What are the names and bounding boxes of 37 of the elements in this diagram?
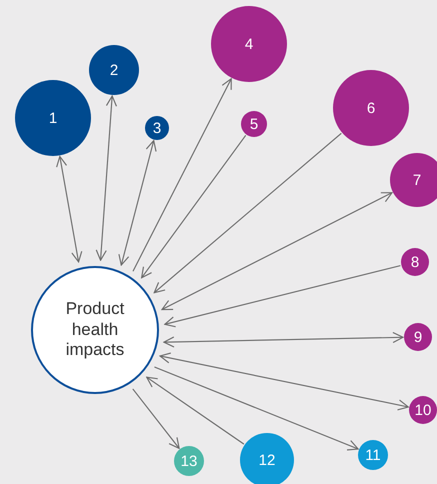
numbered-circle — [404, 323, 432, 351]
numbered-circle — [358, 440, 388, 470]
numbered-circle — [409, 396, 437, 424]
numbered-circle — [145, 116, 169, 140]
numbered-circle — [401, 248, 429, 276]
circle-number: 8 — [410, 254, 420, 270]
arrow — [161, 192, 393, 310]
circle-number: 10 — [414, 402, 432, 418]
arrow — [118, 140, 157, 266]
numbered-circle — [89, 45, 139, 95]
circle-number: 7 — [412, 172, 422, 188]
arrow — [154, 366, 359, 450]
circle-number: 6 — [366, 100, 376, 116]
numbered-circle — [240, 433, 294, 484]
circle-number: 1 — [48, 110, 58, 126]
circle-number: 5 — [250, 116, 258, 132]
circle-number: 2 — [110, 62, 118, 78]
arrow — [132, 78, 232, 272]
arrow — [146, 376, 244, 445]
arrow — [56, 156, 82, 262]
arrow — [96, 95, 117, 261]
numbered-circle — [241, 111, 267, 137]
numbered-circle — [174, 446, 204, 476]
arrow — [159, 352, 409, 410]
circle-number: 12 — [258, 452, 276, 468]
circle-number: 3 — [152, 120, 162, 136]
arrow — [163, 332, 404, 348]
circle-number: 4 — [244, 36, 254, 52]
circle-number: 13 — [180, 452, 198, 470]
arrow — [132, 388, 180, 449]
topic-label: Product health impacts — [64, 299, 126, 361]
circle-number: 9 — [414, 328, 422, 346]
arrow — [154, 132, 342, 294]
numbered-circle — [390, 153, 437, 207]
arrow — [164, 265, 401, 328]
arrow — [141, 134, 246, 278]
circle-number: 11 — [365, 446, 381, 464]
